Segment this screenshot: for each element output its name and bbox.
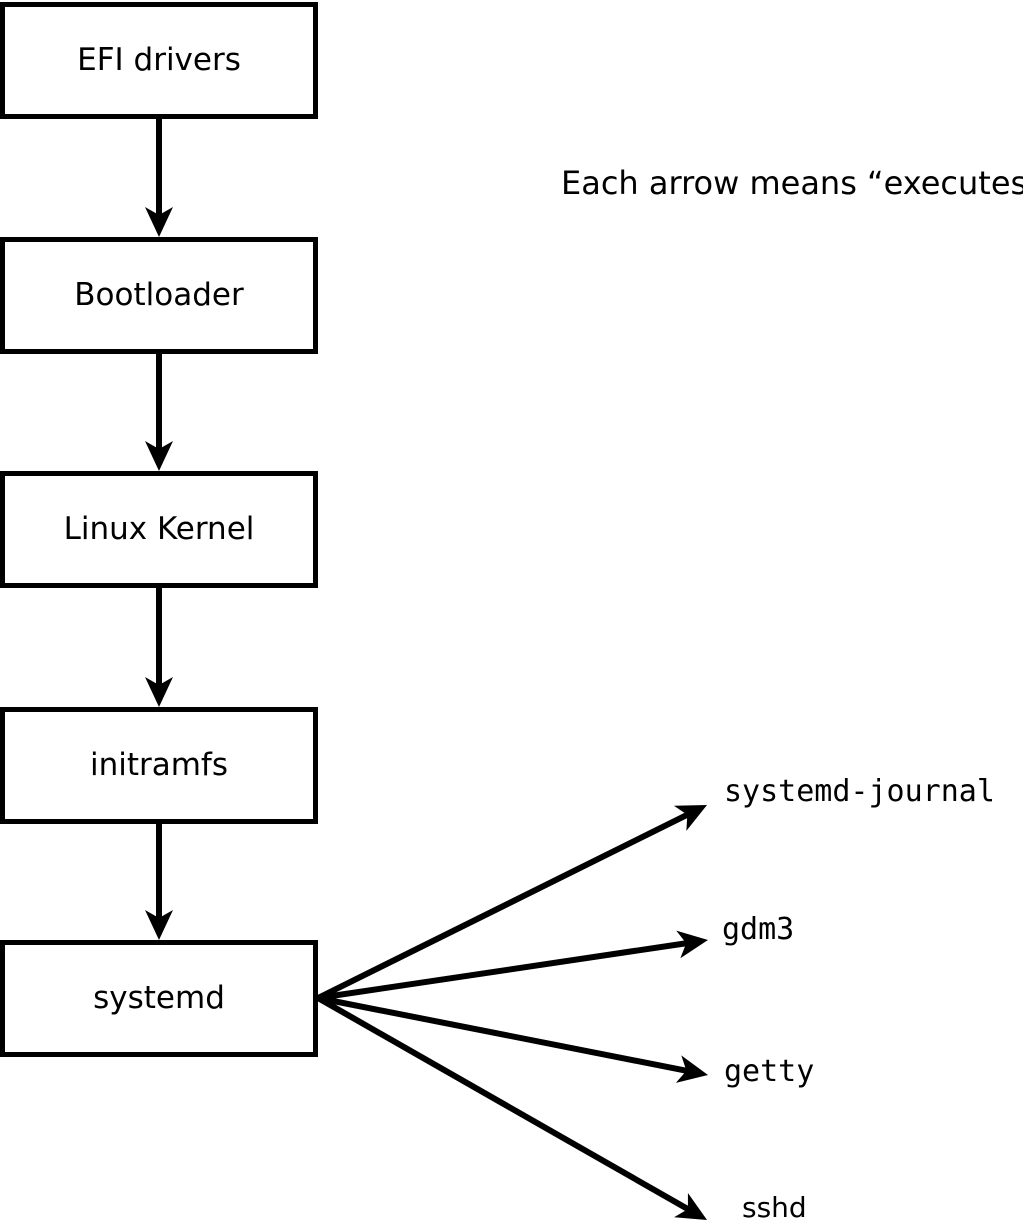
box-linux-kernel: Linux Kernel	[0, 471, 318, 588]
box-bootloader: Bootloader	[0, 237, 318, 354]
arrow-systemd-to-journal	[316, 804, 708, 1001]
arrow-systemd-to-gdm3	[317, 930, 708, 1001]
box-systemd: systemd	[0, 940, 318, 1057]
service-label-systemd-journal: systemd-journal	[724, 774, 995, 809]
box-efi-drivers-label: EFI drivers	[77, 42, 241, 78]
service-label-gdm3: gdm3	[722, 912, 795, 947]
box-initramfs: initramfs	[0, 707, 318, 824]
annotation-arrow-meaning: Each arrow means “executes”.	[561, 164, 1023, 202]
box-efi-drivers: EFI drivers	[0, 2, 318, 119]
box-systemd-label: systemd	[93, 980, 225, 1016]
box-linux-kernel-label: Linux Kernel	[63, 511, 255, 547]
service-label-getty: getty	[724, 1054, 815, 1089]
arrow-systemd-to-getty	[317, 995, 709, 1083]
box-bootloader-label: Bootloader	[74, 277, 244, 313]
service-label-sshd: sshd	[742, 1191, 807, 1224]
arrow-systemd-to-sshd	[316, 995, 708, 1221]
box-initramfs-label: initramfs	[89, 747, 229, 783]
